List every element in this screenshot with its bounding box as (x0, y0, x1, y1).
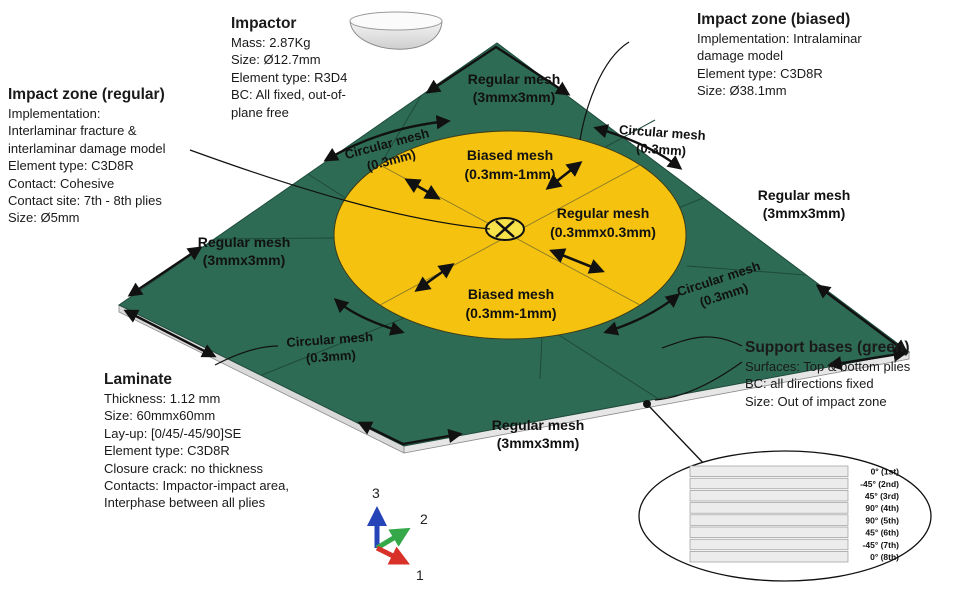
mesh-regular-left: Regular mesh (3mmx3mm) (198, 234, 291, 268)
impact-regular-line-2: Interlaminar fracture & (8, 123, 137, 139)
impactor-line-3: Element type: R3D4 (231, 69, 348, 85)
ply-label: -45° (2nd) (860, 479, 899, 489)
laminate-line-6: Contacts: Impactor-impact area, (104, 478, 289, 494)
mesh-biased-bottom-l1: Biased mesh (468, 286, 554, 302)
ply-label: 90° (5th) (865, 515, 899, 525)
mesh-regular-top: Regular mesh (3mmx3mm) (468, 71, 561, 105)
cross-icon (495, 220, 515, 238)
impactor-line-5: plane free (231, 104, 289, 120)
support-bases-annotation: Support bases (green) Surfaces: Top & bo… (745, 338, 910, 410)
ply-label: -45° (7th) (863, 540, 900, 550)
mesh-regular-center-l1: Regular mesh (557, 205, 650, 221)
ply-label: 0° (8th) (870, 552, 899, 562)
impact-biased-line-4: Size: Ø38.1mm (697, 83, 787, 99)
impact-regular-line-5: Contact: Cohesive (8, 175, 115, 191)
mesh-regular-bottom-l1: Regular mesh (492, 417, 585, 433)
ply-layer (689, 477, 849, 490)
mesh-regular-left-l2: (3mmx3mm) (203, 252, 285, 268)
impactor-annotation: Impactor Mass: 2.87Kg Size: Ø12.7mm Elem… (231, 14, 347, 121)
mesh-circular-tr-l2: (0.3mm) (636, 140, 687, 158)
mesh-regular-top-l2: (3mmx3mm) (473, 89, 555, 105)
mesh-regular-top-l1: Regular mesh (468, 71, 561, 87)
mesh-regular-right-l1: Regular mesh (758, 187, 851, 203)
support-line-2: BC: all directions fixed (745, 376, 874, 392)
ply-layer (689, 526, 849, 538)
ply-layer (689, 538, 849, 551)
ply-label: 45° (6th) (865, 528, 899, 538)
impact-regular-line-6: Contact site: 7th - 8th plies (8, 193, 162, 209)
ply-stack-inset: 0° (1st) -45° (2nd) 45° (3rd) 90° (4th) 90° … (638, 400, 932, 582)
impactor-line-2: Size: Ø12.7mm (231, 52, 321, 68)
mesh-circular-bl-l1: Circular mesh (286, 329, 374, 350)
impact-zone-biased-annotation: Impact zone (biased) Implementation: Int… (697, 10, 862, 100)
mesh-circular-bl: Circular mesh(0.3mm) (286, 329, 375, 367)
mesh-biased-bottom: Biased mesh (0.3mm-1mm) (465, 286, 556, 321)
mesh-biased-top-l2: (0.3mm-1mm) (464, 166, 555, 182)
ply-label: 90° (4th) (865, 503, 899, 513)
impact-regular-line-4: Element type: C3D8R (8, 158, 134, 174)
mesh-regular-center-l2: (0.3mmx0.3mm) (550, 224, 656, 240)
axis-y-label: 2 (420, 511, 428, 527)
mesh-regular-left-l1: Regular mesh (198, 234, 291, 250)
mesh-biased-top: Biased mesh (0.3mm-1mm) (464, 147, 555, 182)
mesh-regular-center: Regular mesh (0.3mmx0.3mm) (550, 205, 656, 240)
laminate-line-7: Interphase between all plies (104, 495, 266, 511)
support-line-3: Size: Out of impact zone (745, 393, 887, 409)
impact-biased-line-2: damage model (697, 48, 783, 64)
impact-regular-title: Impact zone (regular) (8, 86, 165, 103)
laminate-line-2: Size: 60mmx60mm (104, 408, 216, 424)
impact-biased-line-3: Element type: C3D8R (697, 65, 823, 81)
support-title: Support bases (green) (745, 339, 910, 356)
mesh-regular-bottom: Regular mesh (3mmx3mm) (492, 417, 585, 451)
impact-zone-regular-annotation: Impact zone (regular) Implementation: In… (8, 85, 166, 227)
mesh-circular-tr-l1: Circular mesh (619, 122, 707, 143)
mesh-circular-tr: Circular mesh(0.3mm) (617, 122, 706, 160)
axis-z-label: 3 (372, 485, 380, 501)
laminate-annotation: Laminate Thickness: 1.12 mm Size: 60mmx6… (104, 370, 289, 512)
impact-biased-line-1: Implementation: Intralaminar (697, 31, 862, 46)
leader-lines (189, 41, 743, 401)
impactor-line-1: Mass: 2.87Kg (231, 35, 311, 50)
axis-x (375, 545, 410, 565)
edge-arrows (123, 45, 909, 446)
laminate-line-3: Lay-up: [0/45/-45/90]SE (104, 425, 242, 441)
mesh-regular-right-l2: (3mmx3mm) (763, 205, 845, 221)
laminate-line-4: Element type: C3D8R (104, 443, 230, 459)
impact-regular-line-7: Size: Ø5mm (8, 210, 80, 226)
impactor-title: Impactor (231, 15, 297, 32)
circular-arc-arrows (323, 115, 683, 336)
ply-layer (689, 514, 849, 526)
ply-layer (689, 465, 849, 477)
ply-layer (689, 490, 849, 502)
ply-layer (689, 551, 849, 563)
impactor-line-4: BC: All fixed, out-of- (231, 87, 346, 103)
axis-x-label: 1 (416, 567, 424, 583)
mesh-biased-top-l1: Biased mesh (467, 147, 553, 163)
laminate-title: Laminate (104, 371, 173, 388)
ply-label: 0° (1st) (871, 467, 900, 477)
laminate-line-1: Thickness: 1.12 mm (104, 391, 221, 406)
impact-regular-line-3: interlaminar damage model (8, 140, 166, 156)
mesh-biased-bottom-l2: (0.3mm-1mm) (465, 305, 556, 321)
mesh-regular-right: Regular mesh (3mmx3mm) (758, 187, 851, 221)
mesh-direction-arrows (404, 161, 605, 292)
mesh-circular-bl-l2: (0.3mm) (305, 347, 356, 365)
axis-y (375, 527, 411, 551)
impactor-hemisphere (349, 11, 443, 50)
mesh-regular-bottom-l2: (3mmx3mm) (497, 435, 579, 451)
impact-biased-title: Impact zone (biased) (697, 11, 851, 28)
ply-layer (689, 502, 849, 514)
laminate-line-5: Closure crack: no thickness (104, 460, 263, 476)
support-line-1: Surfaces: Top & bottom plies (745, 359, 911, 374)
ply-label: 45° (3rd) (865, 491, 899, 501)
impact-regular-line-1: Implementation: (8, 106, 101, 121)
axis-triad: 3 2 1 (367, 485, 428, 583)
